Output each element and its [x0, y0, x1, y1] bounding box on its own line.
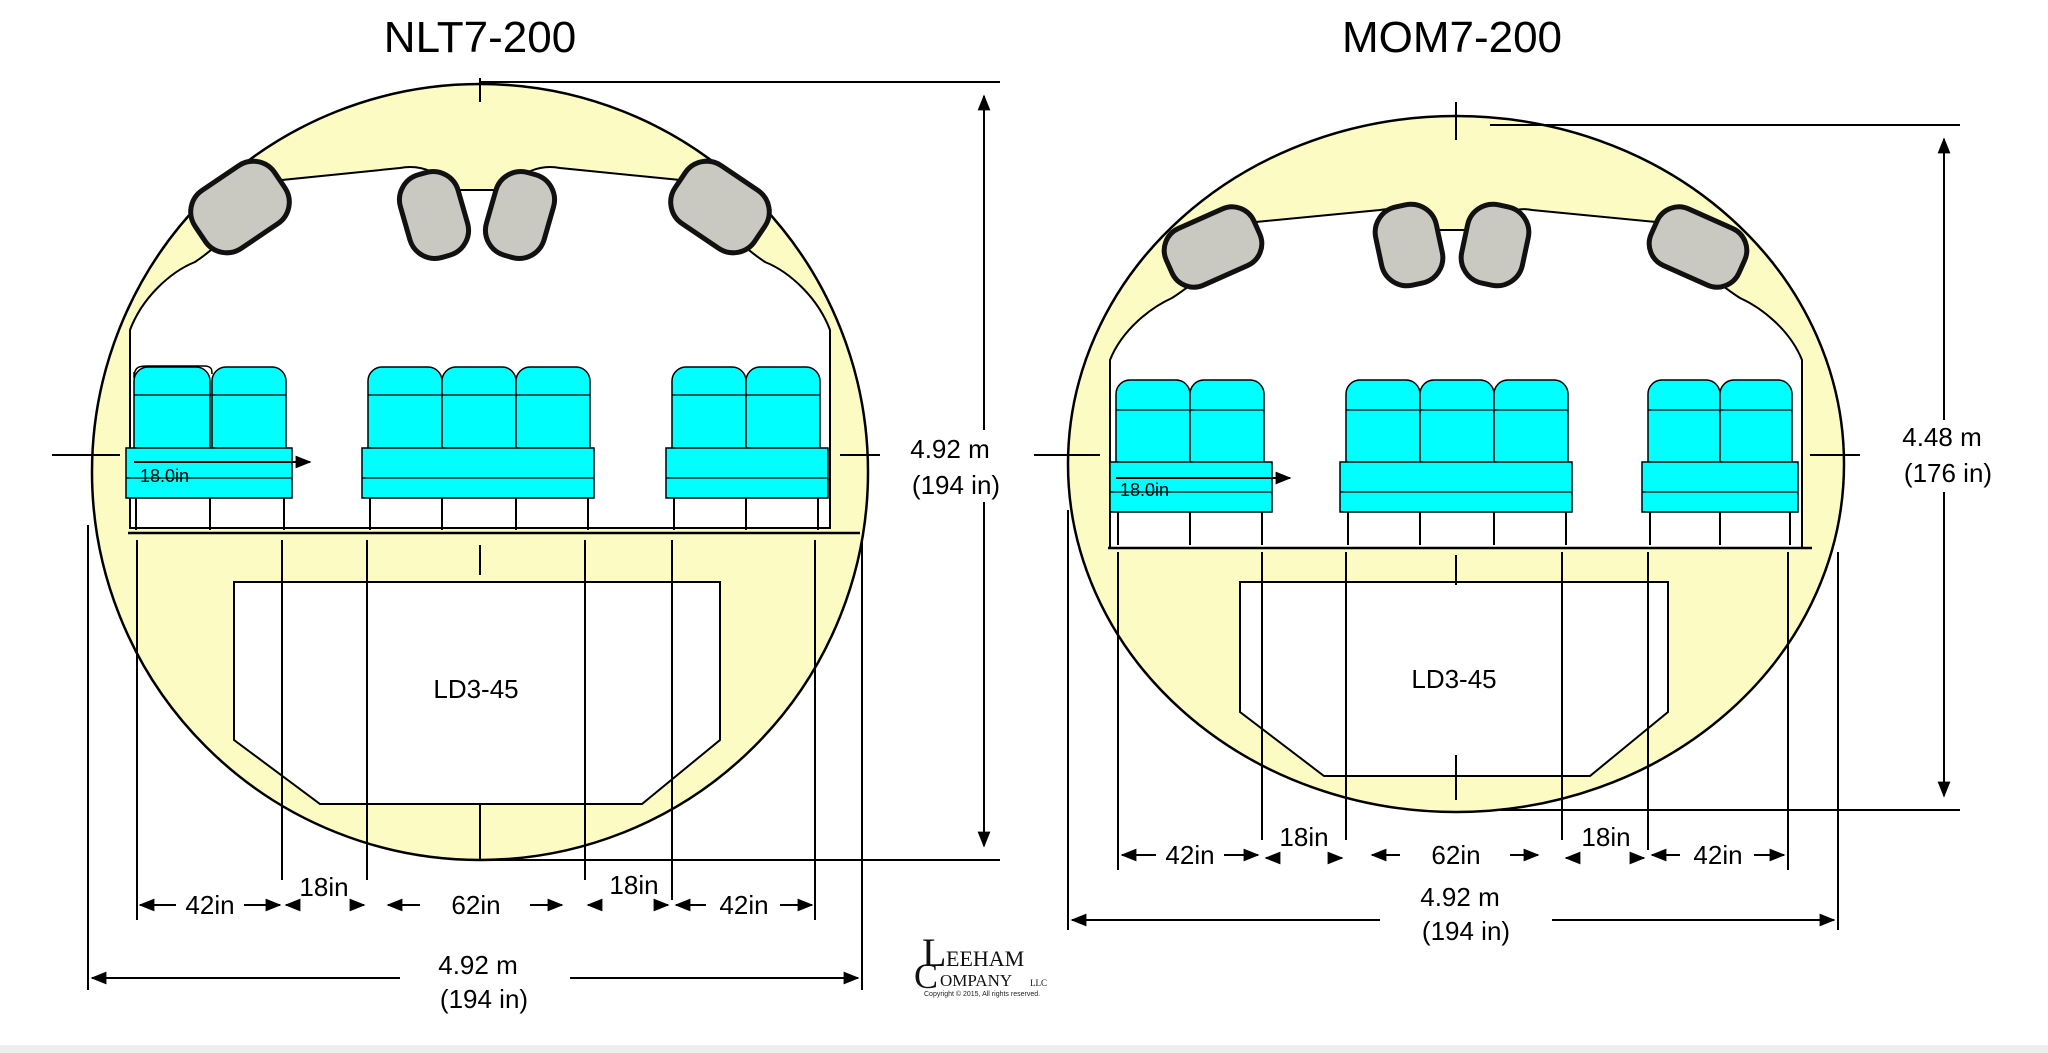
- logo-line1: EEHAM: [946, 946, 1024, 971]
- seat-cushion: [361, 447, 595, 499]
- overhead-bin: [1458, 201, 1532, 289]
- seat-cushion: [1339, 461, 1573, 513]
- mom7-dimension-extensions: [1067, 510, 1839, 930]
- overhead-bin: [1161, 204, 1265, 290]
- mom7-dim-left-aisle: 18in: [1279, 822, 1328, 852]
- mom7-width-m: 4.92 m: [1420, 882, 1500, 912]
- overhead-bin: [1646, 204, 1750, 290]
- nlt7-dim-right-aisle-seats: 42in: [719, 890, 768, 920]
- nlt7-dim-right-aisle: 18in: [609, 870, 658, 900]
- nlt7-height-in: (194 in): [912, 470, 1000, 500]
- logo-initial-l: L: [922, 930, 946, 975]
- mom7-seat-width-label: 18.0in: [1120, 480, 1169, 500]
- overhead-bin: [482, 169, 558, 261]
- nlt7-seats: [125, 365, 829, 530]
- mom7-cargo-label: LD3-45: [1411, 664, 1496, 694]
- mom7-width-in: (194 in): [1422, 916, 1510, 946]
- nlt7-overhead-bins: [188, 158, 772, 261]
- seat-cushion: [1641, 461, 1799, 513]
- nlt7-cargo-label: LD3-45: [433, 674, 518, 704]
- mom7-dim-center-seats: 62in: [1431, 840, 1480, 870]
- nlt7-section: NLT7-200: [52, 13, 1020, 1014]
- seat-cushion: [665, 447, 829, 499]
- nlt7-title: NLT7-200: [384, 13, 576, 62]
- mom7-title: MOM7-200: [1342, 13, 1562, 62]
- mom7-section: MOM7-200: [1034, 13, 2010, 946]
- logo-line2: OMPANY: [940, 971, 1012, 990]
- mom7-dim-right-aisle-seats: 42in: [1693, 840, 1742, 870]
- overhead-bin: [668, 158, 772, 256]
- logo-suffix: LLC: [1030, 978, 1047, 988]
- leeham-logo: L EEHAM C OMPANY LLC Copyright © 2015, A…: [914, 930, 1047, 998]
- logo-initial-c: C: [914, 956, 938, 996]
- nlt7-dim-center-seats: 62in: [451, 890, 500, 920]
- mom7-dim-left-aisle-seats: 42in: [1165, 840, 1214, 870]
- mom7-dim-right-aisle: 18in: [1581, 822, 1630, 852]
- nlt7-width-in: (194 in): [440, 984, 528, 1014]
- mom7-height-m: 4.48 m: [1902, 422, 1982, 452]
- mom7-height-in: (176 in): [1904, 458, 1992, 488]
- nlt7-height-m: 4.92 m: [910, 434, 990, 464]
- nlt7-seat-width-label: 18.0in: [140, 466, 189, 486]
- mom7-overhead-bins: [1161, 201, 1750, 290]
- mom7-seats: [1109, 379, 1799, 545]
- bottom-strip: [0, 1045, 2048, 1053]
- logo-copyright: Copyright © 2015, All rights reserved.: [924, 990, 1040, 998]
- label-mask: [900, 430, 1020, 502]
- nlt7-dim-left-aisle: 18in: [299, 872, 348, 902]
- nlt7-cargo-container: [233, 581, 721, 805]
- seat-cushion: [1109, 461, 1273, 513]
- nlt7-dim-left-aisle-seats: 42in: [185, 890, 234, 920]
- overhead-bin: [1372, 201, 1446, 289]
- overhead-bin: [396, 169, 472, 261]
- nlt7-width-m: 4.92 m: [438, 950, 518, 980]
- nlt7-dimension-extensions: [87, 525, 863, 990]
- overhead-bin: [188, 158, 292, 256]
- mom7-width-arrows: [1120, 848, 1786, 865]
- label-mask: [1880, 420, 2010, 492]
